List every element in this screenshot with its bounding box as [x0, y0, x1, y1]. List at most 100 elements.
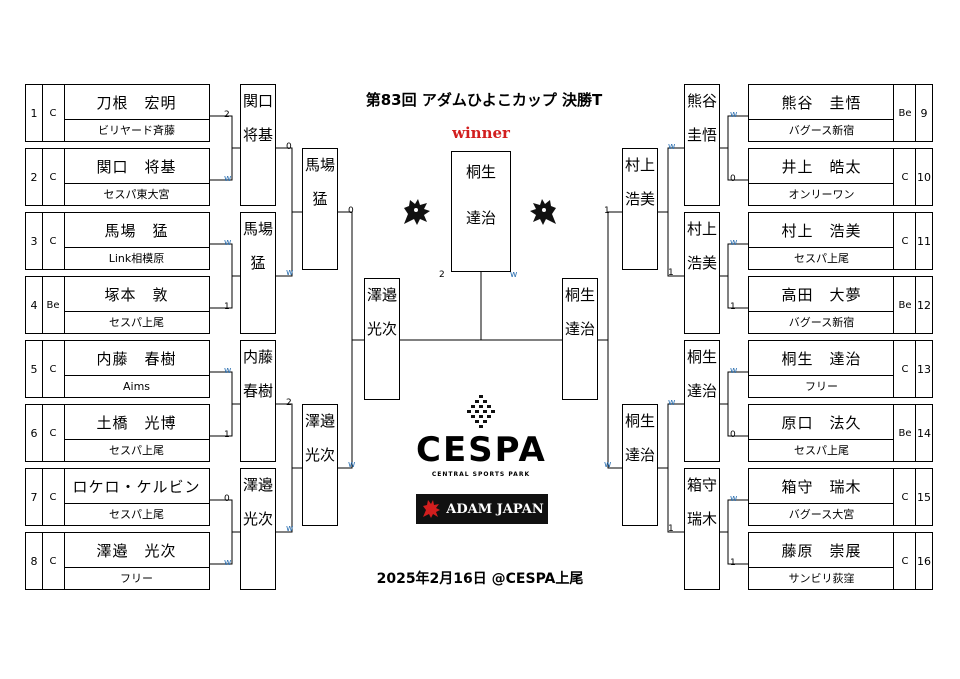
champion-name-top: 桐生 [465, 163, 496, 181]
l2-score-a: w [224, 238, 232, 248]
l3-score-a: w [224, 366, 232, 376]
spacer [685, 113, 719, 123]
spacer [685, 241, 719, 251]
player-class: C [42, 533, 65, 589]
adam-japan-text: ADAM JAPAN [446, 501, 544, 517]
winner-name-top: 内藤 [242, 348, 273, 366]
player-name: 井上 皓太 [749, 149, 894, 184]
winner-name-top: 関口 [242, 92, 273, 110]
winner-name-bottom: 猛 [250, 254, 266, 272]
seed-number: 1 [26, 85, 43, 141]
winner-name-top: 馬場 [242, 220, 273, 238]
player-club: サンビリ荻窪 [788, 572, 855, 585]
right-semifinal-winner: 桐生達治 [562, 278, 598, 400]
r1-score-b: 0 [730, 174, 736, 184]
right-r2-winner-2: 桐生達治 [622, 404, 658, 526]
seed-number: 11 [915, 213, 932, 269]
r3-score-a: w [730, 366, 738, 376]
winner-name-top: 澤邉 [242, 476, 273, 494]
player-name: 塚本 敦 [64, 277, 209, 312]
player-class: Be [893, 85, 916, 141]
r4-score-b: 1 [730, 558, 736, 568]
player-class: C [42, 469, 65, 525]
player-name: 村上 浩美 [749, 213, 894, 248]
l7-score-a: 0 [348, 206, 354, 216]
player-name: 澤邉 光次 [64, 533, 209, 568]
spacer [623, 433, 657, 443]
left-r1-winner-1: 関口将基 [240, 84, 276, 206]
r4-score-a: w [730, 494, 738, 504]
r6-score-a: w [668, 398, 676, 408]
winner-name-bottom: 春樹 [242, 382, 273, 400]
adam-lion-icon [423, 500, 441, 518]
spacer [241, 497, 275, 507]
right-r1-winner-2: 村上浩美 [684, 212, 720, 334]
r2-score-a: w [730, 238, 738, 248]
r5-score-b: 1 [668, 268, 674, 278]
winner-name-top: 村上 [686, 220, 717, 238]
player-club: バグース新宿 [788, 124, 855, 137]
player-name: 桐生 達治 [749, 341, 894, 376]
l4-score-a: 0 [224, 494, 230, 504]
player-name: 内藤 春樹 [64, 341, 209, 376]
seed-number: 6 [26, 405, 43, 461]
seed-number: 14 [915, 405, 932, 461]
winner-name-bottom: 猛 [312, 190, 328, 208]
l2-score-b: 1 [224, 302, 230, 312]
player-class: C [42, 341, 65, 397]
player-club: Link相模原 [108, 252, 165, 265]
player-class: C [42, 213, 65, 269]
winner-name-bottom: 光次 [366, 320, 397, 338]
date-venue: 2025年2月16日 @CESPA上尾 [376, 571, 584, 587]
left-r1-winner-2: 馬場猛 [240, 212, 276, 334]
right-r1-winner-1: 熊谷圭悟 [684, 84, 720, 206]
right-r1-winner-4: 箱守瑞木 [684, 468, 720, 590]
player-name: 土橋 光博 [64, 405, 209, 440]
cespa-logo-subtext: CENTRAL SPORTS PARK [431, 471, 531, 478]
r7-score-a: 1 [604, 206, 610, 216]
winner-label: winner [452, 124, 510, 142]
player-class: C [893, 149, 916, 205]
winner-name-top: 馬場 [304, 156, 335, 174]
r6-score-b: 1 [668, 524, 674, 534]
player-club: オンリーワン [788, 188, 855, 201]
spacer [365, 307, 399, 317]
winner-name-bottom: 光次 [242, 510, 273, 528]
winner-name-top: 澤邉 [366, 286, 397, 304]
r7-score-b: w [604, 460, 612, 470]
spacer [241, 113, 275, 123]
cespa-logo-text: CESPA [416, 430, 547, 470]
winner-name-top: 村上 [624, 156, 655, 174]
player-name: 馬場 猛 [64, 213, 209, 248]
player-name: 関口 将基 [64, 149, 209, 184]
player-club: セスパ上尾 [109, 316, 164, 329]
spacer [241, 369, 275, 379]
r2-score-b: 1 [730, 302, 736, 312]
player-name: 熊谷 圭悟 [749, 85, 894, 120]
player-name: 刀根 宏明 [64, 85, 209, 120]
lion-emblem-left-icon [404, 199, 430, 225]
winner-name-bottom: 浩美 [624, 190, 655, 208]
l5-score-a: 0 [286, 142, 292, 152]
winner-name-bottom: 将基 [242, 126, 273, 144]
winner-name-bottom: 達治 [686, 382, 717, 400]
player-club: ビリヤード斉藤 [98, 124, 175, 137]
winner-name-bottom: 浩美 [686, 254, 717, 272]
winner-name-bottom: 圭悟 [686, 126, 717, 144]
player-name: 高田 大夢 [749, 277, 894, 312]
left-r2-winner-2: 澤邉光次 [302, 404, 338, 526]
player-club: セスパ東大宮 [103, 188, 170, 201]
seed-number: 7 [26, 469, 43, 525]
spacer [303, 177, 337, 187]
l1-score-b: w [224, 174, 232, 184]
